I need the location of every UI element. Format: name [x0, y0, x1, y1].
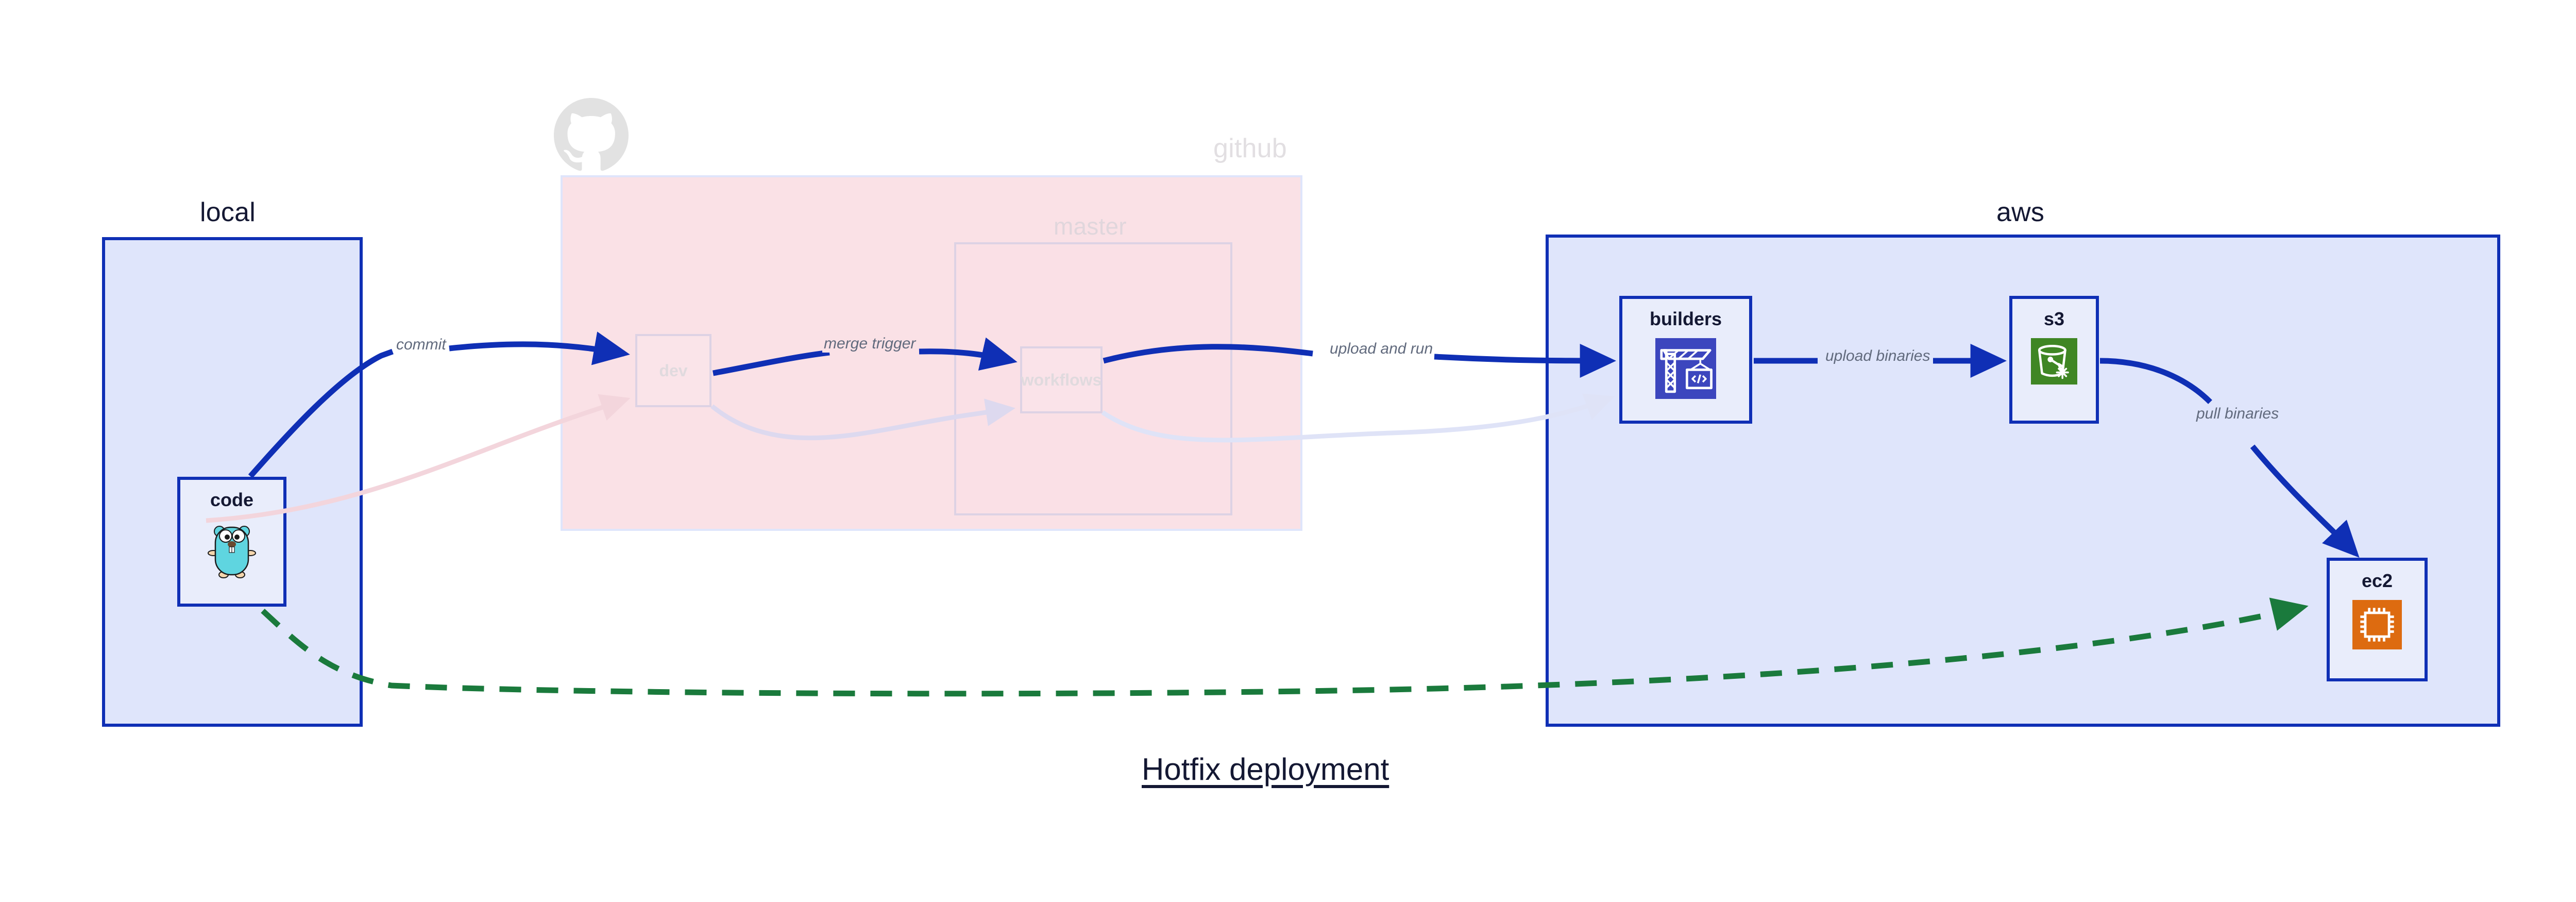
node-ec2-label: ec2 — [2361, 570, 2393, 591]
node-builders[interactable]: builders — [1619, 296, 1752, 424]
group-master-title: master — [1054, 213, 1127, 240]
edge-label-upload-and-run: upload and run — [1330, 340, 1433, 357]
group-github-title: github — [1213, 133, 1287, 163]
go-gopher-icon — [207, 519, 257, 580]
node-builders-label: builders — [1649, 308, 1722, 329]
node-code[interactable]: code — [177, 477, 286, 607]
node-s3-label: s3 — [2043, 308, 2065, 329]
node-s3[interactable]: s3 — [2009, 296, 2099, 424]
node-code-label: code — [210, 489, 254, 510]
s3-bucket-icon — [2031, 338, 2077, 385]
group-master[interactable] — [954, 242, 1232, 515]
cpu-chip-icon — [2352, 600, 2402, 649]
edge-label-pull-binaries: pull binaries — [2195, 405, 2281, 423]
edge-label-commit: commit — [396, 336, 446, 353]
edge-label-merge-trigger: merge trigger — [822, 335, 918, 353]
edge-label-upload-binaries: upload binaries — [1824, 347, 1932, 365]
node-workflows-label: workflows — [1021, 370, 1102, 389]
node-ec2[interactable]: ec2 — [2327, 558, 2428, 681]
node-dev[interactable]: dev — [635, 334, 711, 407]
group-local-title: local — [200, 197, 256, 227]
page-title: Hotfix deployment — [1142, 752, 1389, 787]
crane-code-icon — [1655, 338, 1716, 399]
node-dev-label: dev — [659, 361, 688, 380]
node-workflows[interactable]: workflows — [1020, 346, 1103, 413]
group-aws-title: aws — [1996, 197, 2045, 227]
github-octocat-icon — [554, 98, 629, 173]
